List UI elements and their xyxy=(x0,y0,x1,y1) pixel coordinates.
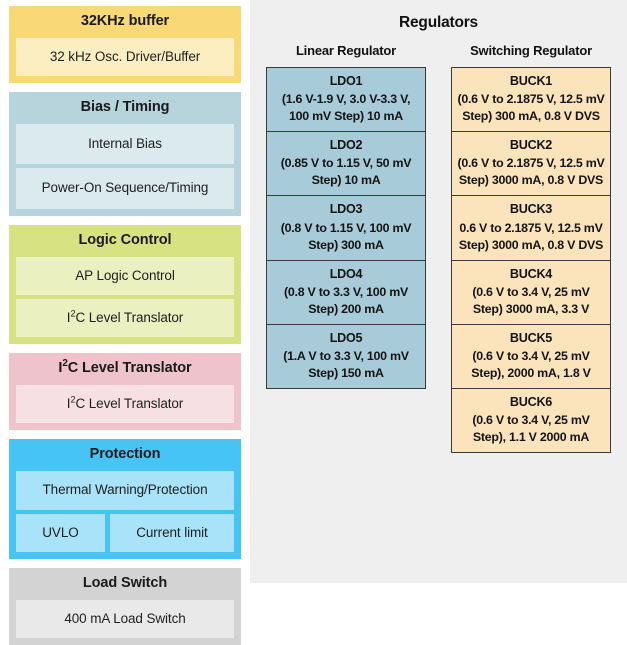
block-row: 400 mA Load Switch xyxy=(16,599,234,639)
regulator-spec: (0.6 V to 3.4 V, 25 mV Step), 2000 mA, 1… xyxy=(471,349,591,381)
block-title-32khz-buffer: 32KHz buffer xyxy=(80,13,170,29)
sub-block[interactable]: 32 kHz Osc. Driver/Buffer xyxy=(16,38,234,77)
regulator-name: BUCK6 xyxy=(509,395,553,410)
regulator-name: BUCK4 xyxy=(509,266,553,281)
sub-block[interactable]: Current limit xyxy=(109,513,234,552)
regulator-cell-ldo4[interactable]: LDO4 (0.8 V to 3.3 V, 100 mV Step) 200 mA xyxy=(267,259,425,324)
regulator-spec: (0.8 V to 3.3 V, 100 mV Step) 200 mA xyxy=(284,284,408,316)
sub-block[interactable]: AP Logic Control xyxy=(16,256,234,295)
sub-block[interactable]: Thermal Warning/Protection xyxy=(16,471,234,510)
regulator-cell-buck1[interactable]: BUCK1 (0.6 V to 2.1875 V, 12.5 mV Step) 3… xyxy=(452,68,610,132)
block-title-load-switch: Load Switch xyxy=(82,574,168,591)
regulator-name: BUCK3 xyxy=(509,202,553,217)
regulator-cell-ldo2[interactable]: LDO2 (0.85 V to 1.15 V, 50 mV Step) 10 mA xyxy=(267,131,425,196)
regulator-spec: (0.85 V to 1.15 V, 50 mV Step) 10 mA xyxy=(280,156,412,188)
switching-regulator-heading: Switching Regulator xyxy=(470,43,592,58)
sub-block[interactable]: I2C Level Translator xyxy=(16,298,234,338)
block-title-i2c-level-translator: I2C Level Translator xyxy=(58,358,192,377)
regulator-name: LDO2 xyxy=(329,138,363,153)
regulator-spec: (0.8 V to 1.15 V, 100 mV Step) 300 mA xyxy=(280,220,412,252)
block-title-logic-control: Logic Control xyxy=(78,231,172,248)
sub-block[interactable]: Internal Bias xyxy=(16,124,234,165)
linear-regulator-column: Linear Regulator LDO1 (1.6 V-1.9 V, 3.0 V… xyxy=(266,43,426,571)
switching-regulator-list: BUCK1 (0.6 V to 2.1875 V, 12.5 mV Step) 3… xyxy=(451,67,611,454)
regulator-name: LDO4 xyxy=(329,266,363,281)
block-row: AP Logic Control xyxy=(16,256,234,295)
regulator-cell-buck2[interactable]: BUCK2 (0.6 V to 2.1875 V, 12.5 mV Step) 3… xyxy=(452,131,610,196)
block-row: Internal Bias xyxy=(16,124,234,165)
regulator-cell-buck3[interactable]: BUCK3 0.6 V to 2.1875 V, 12.5 mV Step) 30… xyxy=(452,195,610,260)
regulator-spec: (1.6 V-1.9 V, 3.0 V-3.3 V, 100 mV Step) … xyxy=(281,92,411,124)
regulator-spec: (0.6 V to 3.4 V, 25 mV Step) 3000 mA, 3.… xyxy=(472,284,590,316)
sub-block[interactable]: 400 mA Load Switch xyxy=(16,599,234,639)
regulator-name: BUCK2 xyxy=(509,138,553,153)
block-32khz-buffer: 32KHz buffer 32 kHz Osc. Driver/Buffer xyxy=(9,6,241,84)
sub-block[interactable]: Power-On Sequence/Timing xyxy=(16,168,234,209)
block-title-protection: Protection xyxy=(89,446,161,463)
switching-regulator-column: Switching Regulator BUCK1 (0.6 V to 2.187… xyxy=(451,43,611,571)
block-row: I2C Level Translator xyxy=(16,298,234,338)
block-row: Thermal Warning/Protection xyxy=(16,471,234,510)
regulator-cell-buck6[interactable]: BUCK6 (0.6 V to 3.4 V, 25 mV Step), 1.1 V… xyxy=(452,388,610,453)
regulator-cell-buck5[interactable]: BUCK5 (0.6 V to 3.4 V, 25 mV Step), 2000 … xyxy=(452,323,610,389)
regulator-name: LDO3 xyxy=(329,202,363,217)
regulator-spec: (0.6 V to 2.1875 V, 12.5 mV Step) 300 mA… xyxy=(457,92,605,124)
regulator-spec: (0.6 V to 2.1875 V, 12.5 mV Step) 3000 m… xyxy=(457,156,605,188)
block-title-bias-timing: Bias / Timing xyxy=(80,99,170,116)
regulator-name: LDO5 xyxy=(329,330,363,345)
regulator-cell-ldo5[interactable]: LDO5 (1.A V to 3.3 V, 100 mV Step) 150 mA xyxy=(267,323,425,389)
regulator-name: BUCK1 xyxy=(509,74,553,88)
regulator-cell-buck4[interactable]: BUCK4 (0.6 V to 3.4 V, 25 mV Step) 3000 m… xyxy=(452,259,610,324)
linear-regulator-heading: Linear Regulator xyxy=(295,43,397,58)
block-load-switch: Load Switch 400 mA Load Switch xyxy=(9,567,241,645)
regulator-spec: (0.6 V to 3.4 V, 25 mV Step), 1.1 V 2000… xyxy=(472,413,590,445)
block-row: Power-On Sequence/Timing xyxy=(16,168,234,209)
regulator-name: LDO1 xyxy=(329,74,363,88)
regulator-columns: Linear Regulator LDO1 (1.6 V-1.9 V, 3.0 V… xyxy=(266,43,611,571)
sub-block[interactable]: I2C Level Translator xyxy=(16,385,234,424)
regulator-cell-ldo1[interactable]: LDO1 (1.6 V-1.9 V, 3.0 V-3.3 V, 100 mV St… xyxy=(267,68,425,132)
regulator-name: BUCK5 xyxy=(509,330,553,345)
regulator-spec: 0.6 V to 2.1875 V, 12.5 mV Step) 3000 mA… xyxy=(458,220,604,252)
regulator-cell-ldo3[interactable]: LDO3 (0.8 V to 1.15 V, 100 mV Step) 300 m… xyxy=(267,195,425,260)
regulators-panel: Regulators Linear Regulator LDO1 (1.6 V-1… xyxy=(250,0,627,583)
regulators-panel-title: Regulators xyxy=(399,14,478,31)
block-row: I2C Level Translator xyxy=(16,385,234,424)
sub-block[interactable]: UVLO xyxy=(16,513,105,552)
regulator-spec: (1.A V to 3.3 V, 100 mV Step) 150 mA xyxy=(283,349,409,381)
linear-regulator-list: LDO1 (1.6 V-1.9 V, 3.0 V-3.3 V, 100 mV St… xyxy=(266,67,426,390)
block-row: 32 kHz Osc. Driver/Buffer xyxy=(16,38,234,77)
